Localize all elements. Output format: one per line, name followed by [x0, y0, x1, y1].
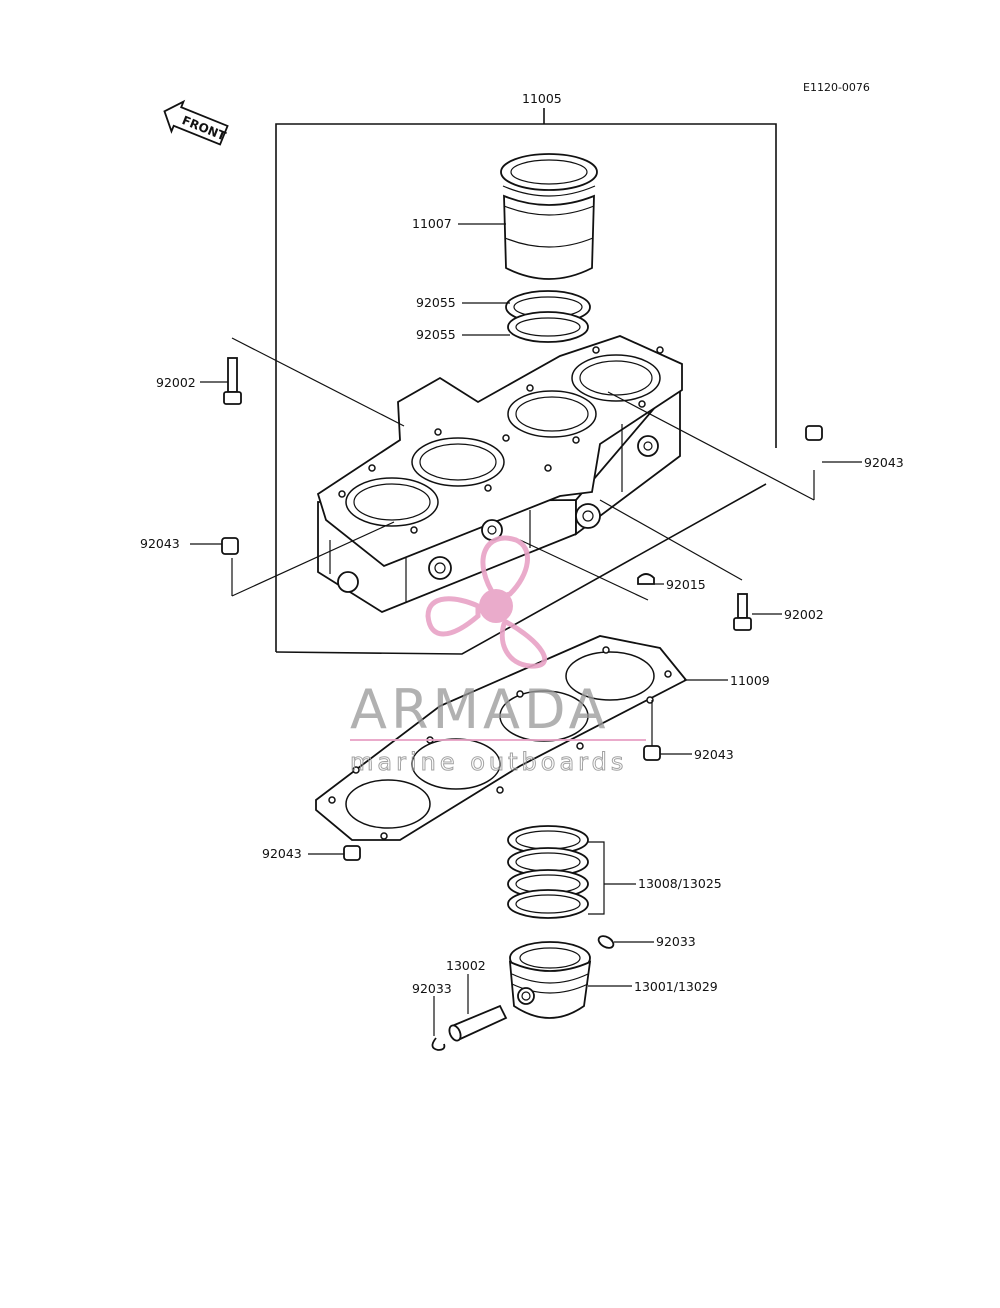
bolt-92002-left	[223, 357, 242, 405]
cylinder-block	[316, 335, 683, 614]
part-label-92055-a: 92055	[416, 295, 456, 310]
part-label-13002: 13002	[446, 958, 486, 973]
dowel-92043-gasket-left	[343, 845, 361, 861]
part-label-92043-gasket-left: 92043	[262, 846, 302, 861]
base-gasket	[315, 635, 688, 841]
part-label-92015: 92015	[666, 577, 706, 592]
assembly-bracket	[275, 108, 777, 655]
piston-pin	[448, 1004, 508, 1042]
part-label-11005: 11005	[522, 91, 562, 106]
cylinder-liner	[500, 153, 598, 280]
part-label-13008-13025: 13008/13025	[638, 876, 722, 891]
cap-nut-92015	[637, 573, 655, 585]
part-label-92002-right: 92002	[784, 607, 824, 622]
part-label-11009: 11009	[730, 673, 770, 688]
part-label-13001-13029: 13001/13029	[634, 979, 718, 994]
watermark-brand: ARMADA	[350, 678, 610, 741]
propeller-icon	[425, 535, 548, 669]
part-label-92043-top-right: 92043	[864, 455, 904, 470]
watermark-tagline: marine outboards	[350, 748, 627, 776]
circlip-92033-right	[597, 935, 615, 949]
dowel-92043-left	[221, 537, 239, 555]
dowel-92043-top-right	[805, 425, 823, 441]
circlip-92033-left	[431, 1037, 446, 1051]
part-label-92033-right: 92033	[656, 934, 696, 949]
dowel-92043-gasket-right	[643, 745, 661, 761]
part-label-92055-b: 92055	[416, 327, 456, 342]
part-label-92033-left: 92033	[412, 981, 452, 996]
part-label-11007: 11007	[412, 216, 452, 231]
part-label-92043-left: 92043	[140, 536, 180, 551]
front-arrow-icon: FRONT	[163, 99, 229, 146]
part-label-92002-left: 92002	[156, 375, 196, 390]
watermark-logo: ARMADA marine outboards	[350, 535, 646, 777]
piston-rings	[507, 825, 589, 919]
diagram-code: E1120-0076	[803, 81, 870, 94]
part-label-92043-gasket-right: 92043	[694, 747, 734, 762]
bolt-92002-right	[733, 593, 752, 631]
piston	[508, 941, 592, 1019]
o-rings	[505, 290, 591, 343]
